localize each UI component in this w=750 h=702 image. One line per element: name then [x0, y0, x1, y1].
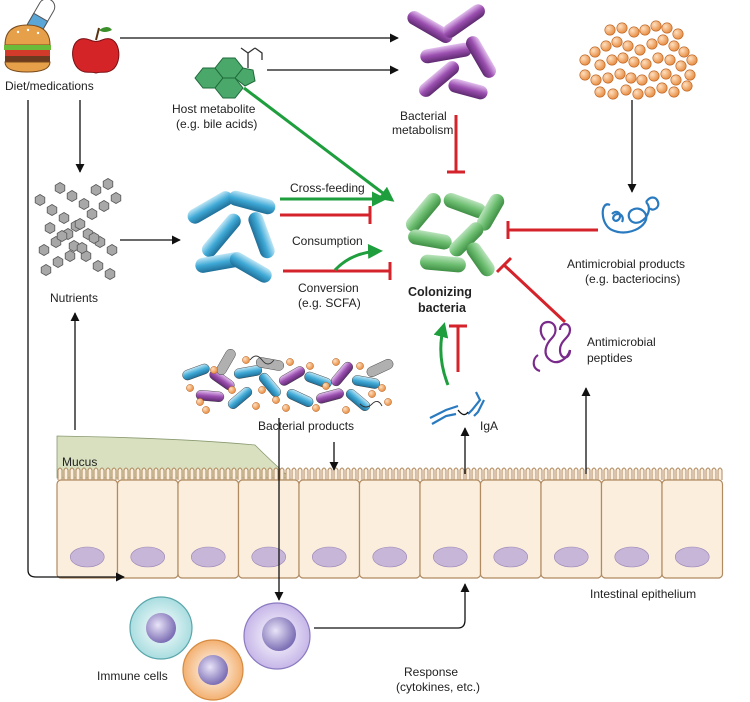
activate-iga — [433, 322, 450, 386]
colonizing-label-2: bacteria — [418, 301, 467, 315]
inhibit-consumption — [280, 206, 372, 224]
intestinal-epithelium — [56, 467, 724, 579]
response-label-2: (cytokines, etc.) — [396, 680, 480, 694]
diet-icon-group: Diet/medications — [4, 0, 120, 93]
bacteriocin-icon — [601, 196, 660, 234]
polysaccharide-icon — [34, 178, 122, 280]
bacterial-metabolism-label-2: metabolism — [392, 123, 453, 137]
inhibit-iga — [449, 324, 467, 372]
inhibit-metabolism — [447, 115, 465, 174]
inhibition-arrows — [280, 115, 598, 372]
antimicrobial-peptides-label-1: Antimicrobial — [587, 335, 656, 349]
colonizing-bacteria-icon — [405, 192, 505, 277]
host-metabolite-label-2: (e.g. bile acids) — [176, 117, 257, 131]
antimicrobial-products-label-2: (e.g. bacteriocins) — [585, 272, 680, 286]
cross-feeding-label: Cross-feeding — [290, 181, 365, 195]
apple-icon — [72, 27, 120, 74]
iga-label: IgA — [480, 419, 498, 433]
conversion-label-2: (e.g. SCFA) — [298, 296, 361, 310]
peptide-icon — [532, 320, 572, 373]
arrow-immune-to-epithelium — [314, 583, 470, 629]
bacterial-products-label: Bacterial products — [258, 419, 354, 433]
immune-cell-icon — [129, 596, 311, 701]
colonizing-label-1: Colonizing — [408, 285, 472, 299]
nutrients-label: Nutrients — [50, 291, 98, 305]
conversion-label-1: Conversion — [298, 281, 359, 295]
epithelium-label: Intestinal epithelium — [590, 587, 696, 601]
mucus-label: Mucus — [62, 455, 97, 469]
consumption-label: Consumption — [292, 234, 363, 248]
immune-cells-label: Immune cells — [97, 669, 168, 683]
host-metabolite-label-1: Host metabolite — [172, 102, 256, 116]
commensal-bacteria-icon — [187, 190, 276, 283]
inhibit-peptides — [495, 256, 567, 324]
arrow-diet-to-immune — [27, 100, 125, 582]
activate-conversion — [333, 243, 383, 272]
black-arrows — [27, 33, 637, 629]
diet-label: Diet/medications — [5, 79, 94, 93]
inhibit-bacteriocin — [506, 221, 598, 239]
antimicrobial-products-label-1: Antimicrobial products — [567, 257, 685, 271]
bacterial-metabolism-label-1: Bacterial — [400, 109, 447, 123]
activation-arrows — [243, 86, 450, 386]
steroid-icon — [194, 47, 263, 99]
burger-icon — [4, 24, 51, 73]
bacteriocin-producer-icon — [579, 20, 698, 100]
antibody-icon — [429, 391, 485, 425]
activate-host-metabolite — [243, 86, 395, 202]
inhibit-conversion — [283, 262, 392, 280]
antimicrobial-peptides-label-2: peptides — [587, 351, 632, 365]
response-label-1: Response — [404, 665, 458, 679]
metabolizing-bacteria-icon — [407, 4, 496, 100]
bacterial-products-icon — [182, 349, 394, 414]
